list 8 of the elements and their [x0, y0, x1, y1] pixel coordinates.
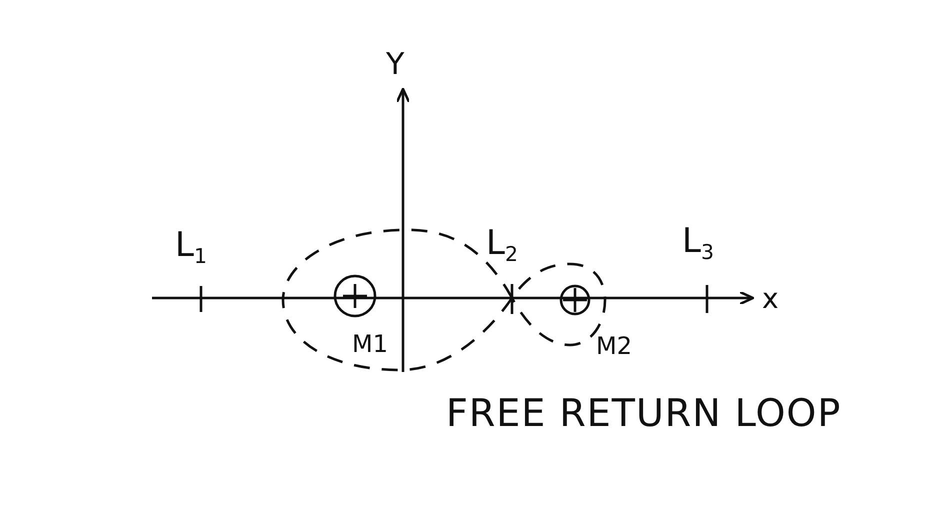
axis-label: L$_{3}$ [682, 224, 714, 263]
axis-label: L$_{1}$ [175, 228, 207, 267]
axis-label: L$_{2}$ [486, 226, 518, 265]
caption: FREE RETURN LOOP [446, 394, 842, 432]
axis-label: M1 [352, 332, 388, 356]
axis-label: x [762, 285, 779, 313]
axis-label: Y [386, 50, 404, 80]
axis-label: M2 [596, 334, 632, 358]
